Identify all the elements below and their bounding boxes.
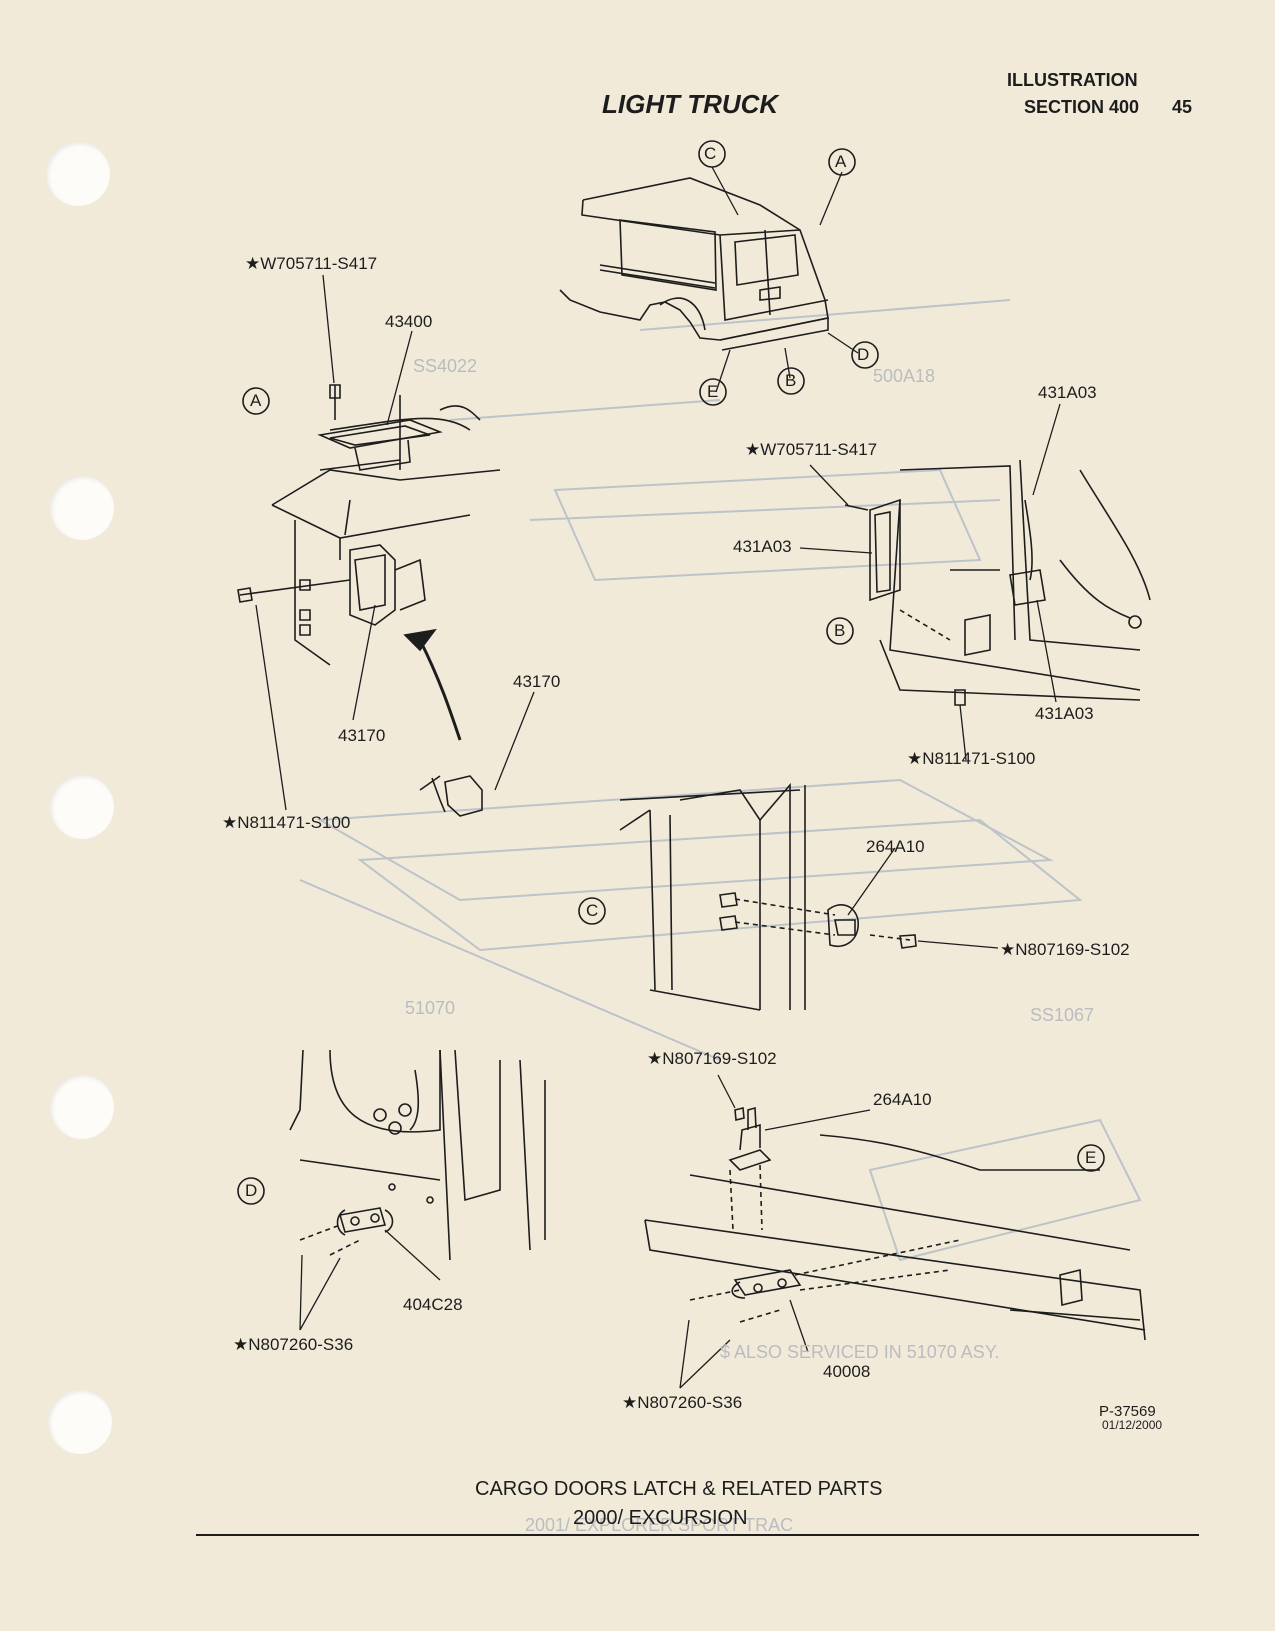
page-title: LIGHT TRUCK: [602, 89, 779, 119]
van-overview: [559, 177, 829, 351]
part-label: ★N811471-S100: [907, 749, 1036, 768]
view-c-pillar: [619, 782, 917, 1011]
part-label: ★W705711-S417: [745, 440, 878, 459]
binder-hole: [46, 142, 110, 206]
view-callout-circles: [237, 140, 1105, 1205]
view-label: D: [245, 1181, 258, 1200]
part-label: 431A03: [1035, 704, 1094, 723]
part-label: 264A10: [873, 1090, 932, 1109]
binder-hole: [50, 775, 114, 839]
part-label: ★N807260-S36: [233, 1335, 354, 1354]
part-label: 43170: [338, 726, 386, 745]
header-section: SECTION 400: [1024, 97, 1140, 117]
bleed-through-drawing: [299, 299, 1142, 1262]
footer-rule: [196, 1534, 1199, 1536]
leader-lines: [255, 166, 1061, 1389]
caption-title: CARGO DOORS LATCH & RELATED PARTS: [475, 1478, 883, 1500]
binder-hole: [50, 1075, 114, 1139]
part-label: ★N807169-S102: [1000, 940, 1130, 959]
binder-hole: [50, 476, 114, 540]
figure-number: P-37569: [1099, 1403, 1156, 1420]
view-label: C: [586, 901, 599, 920]
figure-date: 01/12/2000: [1102, 1418, 1163, 1432]
view-label: E: [1085, 1148, 1097, 1167]
header-illustration: ILLUSTRATION: [1007, 70, 1138, 90]
part-label: 404C28: [403, 1295, 463, 1314]
part-label: ★N807260-S36: [622, 1393, 743, 1412]
part-label: ★N811471-S100: [222, 813, 351, 832]
view-label: A: [250, 391, 262, 410]
page-number: 45: [1172, 97, 1193, 117]
view-e-sill: [644, 1106, 1146, 1341]
part-label: 431A03: [1038, 383, 1097, 402]
part-label: 43170: [513, 672, 561, 691]
part-label: 43400: [385, 312, 433, 331]
view-d-pillar: [289, 1049, 546, 1261]
part-label: ★W705711-S417: [245, 254, 378, 273]
view-label: C: [704, 144, 717, 163]
view-a-latch: [237, 384, 501, 817]
part-label: ★N807169-S102: [647, 1049, 777, 1068]
part-label: 431A03: [733, 537, 792, 556]
binder-hole: [48, 1390, 112, 1454]
view-label: D: [857, 345, 870, 364]
view-label: A: [835, 152, 847, 171]
part-label: 40008: [823, 1362, 871, 1381]
part-label: 264A10: [866, 837, 925, 856]
caption-model: 2000/ EXCURSION: [573, 1507, 748, 1529]
view-label: B: [785, 371, 797, 390]
view-label: E: [707, 382, 719, 401]
view-b-door: [844, 459, 1151, 706]
view-label: B: [834, 621, 846, 640]
